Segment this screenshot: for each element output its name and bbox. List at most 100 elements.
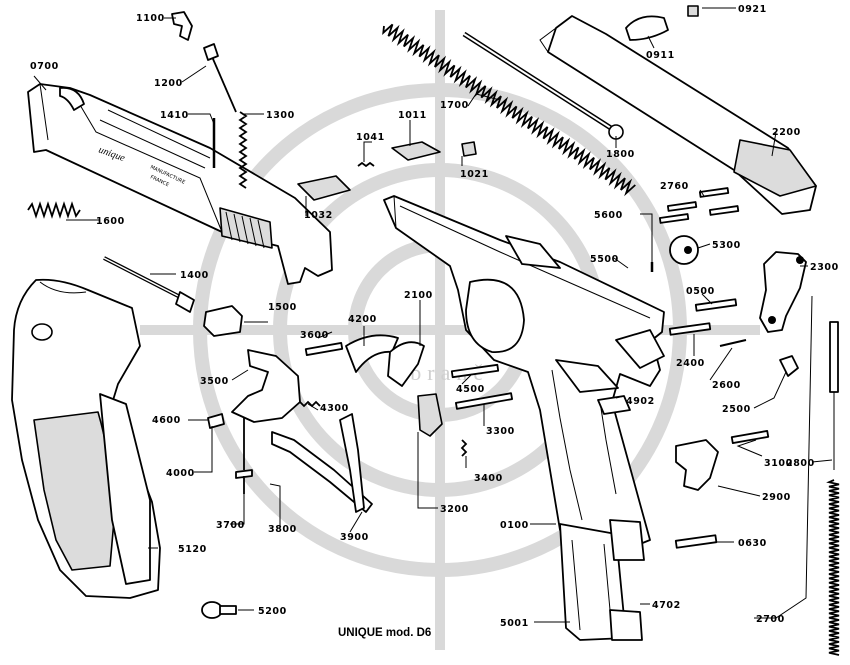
- mainspring: [826, 479, 840, 656]
- callout-4902: 4902: [626, 396, 655, 407]
- mainspring-rod: [829, 321, 839, 470]
- extractor: [171, 11, 193, 41]
- firing-pin-spring: [238, 111, 248, 189]
- hammer: [759, 251, 807, 333]
- pin-0630: [674, 534, 718, 549]
- callout-4500: 4500: [456, 384, 485, 395]
- callout-5001: 5001: [500, 618, 529, 629]
- screw-3700: [235, 469, 253, 494]
- callout-4702: 4702: [652, 600, 681, 611]
- callout-1300: 1300: [266, 110, 295, 121]
- callout-5600: 5600: [594, 210, 623, 221]
- firing-pin: [203, 43, 237, 113]
- main-recoil-spring: [382, 23, 636, 197]
- callout-1400: 1400: [180, 270, 209, 281]
- pin-3300: [455, 392, 513, 410]
- trigger-3500: [231, 349, 301, 423]
- callout-1032: 1032: [304, 210, 333, 221]
- callout-1041: 1041: [356, 132, 385, 143]
- callout-3700: 3700: [216, 520, 245, 531]
- callout-1800: 1800: [606, 149, 635, 160]
- barrel-guide-rod: [462, 31, 624, 140]
- lever-3900: [339, 413, 365, 513]
- callout-labels: 1100 0700 1200 1410 1300 1600 1400 1500 …: [30, 4, 839, 629]
- callout-3300: 3300: [486, 426, 515, 437]
- sight-screw-1021: [461, 141, 477, 157]
- callout-2300: 2300: [810, 262, 839, 273]
- callout-1600: 1600: [96, 216, 125, 227]
- callout-0500: 0500: [686, 286, 715, 297]
- lever-3800: [271, 431, 373, 513]
- callout-2200: 2200: [772, 127, 801, 138]
- callout-3900: 3900: [340, 532, 369, 543]
- callout-3400: 3400: [474, 473, 503, 484]
- part-1500: [203, 305, 243, 337]
- trigger-part-2100: [387, 341, 425, 387]
- pin-2400: [668, 322, 712, 336]
- recoil-spring-small: [27, 201, 81, 219]
- callout-3200: 3200: [440, 504, 469, 515]
- callout-4200: 4200: [348, 314, 377, 325]
- callout-1500: 1500: [268, 302, 297, 313]
- callout-1021: 1021: [460, 169, 489, 180]
- callout-3500: 3500: [200, 376, 229, 387]
- pin-4500: [450, 363, 500, 379]
- leader-lines: [33, 7, 833, 623]
- callout-0911: 0911: [646, 50, 675, 61]
- callout-0700: 0700: [30, 61, 59, 72]
- part-5300: [669, 235, 699, 265]
- part-0911: [625, 15, 669, 41]
- callout-2700: 2700: [756, 614, 785, 625]
- callout-3800: 3800: [268, 524, 297, 535]
- callout-2900: 2900: [762, 492, 791, 503]
- grip-panel: [11, 278, 161, 599]
- callout-4300: 4300: [320, 403, 349, 414]
- part-3200: [417, 393, 443, 437]
- spring-4300: [299, 400, 321, 408]
- callout-5120: 5120: [178, 544, 207, 555]
- callout-1100: 1100: [136, 13, 165, 24]
- sear: [675, 439, 719, 491]
- callout-3100: 3100: [764, 458, 793, 469]
- callout-0100: 0100: [500, 520, 529, 531]
- pin-2600: [719, 339, 747, 347]
- magazine: [559, 519, 645, 641]
- callout-2400: 2400: [676, 358, 705, 369]
- part-4902: [597, 395, 631, 415]
- part-0921: [687, 5, 699, 17]
- callout-1011: 1011: [398, 110, 427, 121]
- callout-4000: 4000: [166, 468, 195, 479]
- grip-screw: [201, 601, 237, 619]
- callout-0630: 0630: [738, 538, 767, 549]
- callout-2800: 2800: [786, 458, 815, 469]
- callout-0921: 0921: [738, 4, 767, 15]
- frame: [383, 195, 665, 553]
- rear-sight: [297, 175, 351, 201]
- pins-2760: [658, 187, 740, 224]
- pin-3600: [304, 342, 344, 356]
- sight-spring-1041: [357, 161, 375, 168]
- callout-4600: 4600: [152, 415, 181, 426]
- callout-2100: 2100: [404, 290, 433, 301]
- callout-5300: 5300: [712, 240, 741, 251]
- part-2500: [779, 355, 799, 377]
- callout-2760: 2760: [660, 181, 689, 192]
- pin-0500: [694, 298, 738, 312]
- callout-3600: 3600: [300, 330, 329, 341]
- callout-1700: 1700: [440, 100, 469, 111]
- callout-1410: 1410: [160, 110, 189, 121]
- diagram-caption: UNIQUE mod. D6: [338, 627, 431, 639]
- guide-rod: [103, 256, 195, 313]
- callout-2500: 2500: [722, 404, 751, 415]
- pin-3100: [730, 430, 770, 444]
- slide: unique MANUFACTURE FRANCE: [27, 83, 333, 285]
- barrel: [539, 15, 817, 215]
- pin-4600: [207, 413, 225, 429]
- callout-2600: 2600: [712, 380, 741, 391]
- spring-3400: [460, 439, 468, 457]
- callout-1200: 1200: [154, 78, 183, 89]
- sight-part-1011: [391, 141, 441, 161]
- callout-5200: 5200: [258, 606, 287, 617]
- callout-5500: 5500: [590, 254, 619, 265]
